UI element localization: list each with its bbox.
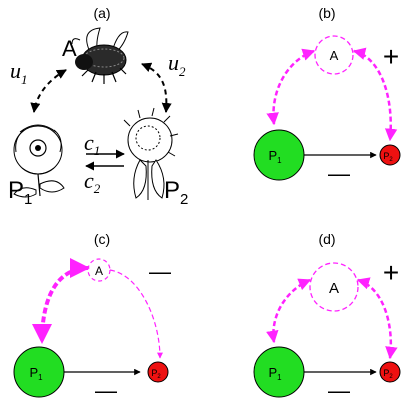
panel-a-node-p2: P2 (164, 177, 188, 208)
panel-b-link-a-p1 (266, 48, 316, 126)
panel-b-sign-bottom: — (328, 161, 350, 186)
panel-b-node-p2 (379, 144, 401, 166)
panel-b-p2-label: P2 (383, 151, 393, 163)
panel-b-p1-label: P1 (268, 148, 282, 165)
panel-c-sign-top: — (149, 259, 171, 284)
panel-c-p2-label: P2 (151, 368, 161, 380)
panel-d-label: (d) (318, 231, 335, 247)
panel-d-link-a-p2 (356, 277, 398, 360)
u2-label: u2 (168, 50, 186, 79)
panel-b-sign-top: + (383, 41, 399, 72)
panel-c-sign-bottom: — (95, 378, 117, 403)
panel-d-p1-label: P1 (268, 365, 282, 382)
panel-a-node-p1: P1 (8, 177, 32, 208)
panel-a-node-a: A (62, 36, 77, 61)
c1-label: c1 (84, 130, 100, 158)
panel-d-p2-label: P2 (383, 368, 393, 380)
panel-b-node-a-label: A (330, 48, 339, 63)
panel-a-label: (a) (93, 5, 110, 21)
panel-b-link-a-p2 (352, 47, 398, 142)
panel-b-label: (b) (318, 5, 335, 21)
panel-d-sign-top: + (383, 257, 399, 288)
bee-illustration (71, 27, 129, 84)
panel-b: (b) A P1 P2 + — (253, 5, 401, 186)
panel-d-sign-bottom: — (328, 378, 350, 403)
panel-c-node-p1 (13, 346, 65, 398)
panel-c-node-p2 (147, 361, 169, 383)
u2-link (141, 62, 172, 113)
panel-c: (c) A P1 P2 — — (13, 231, 171, 403)
panel-d-link-a-p1 (266, 278, 312, 344)
u1-link (30, 69, 67, 113)
flower-p1-illustration (13, 124, 65, 198)
panel-a: (a) A u1 u2 (8, 5, 188, 208)
flower-p2-illustration (123, 107, 179, 200)
u1-label: u1 (10, 58, 28, 87)
panel-d-node-p1 (253, 346, 305, 398)
panel-c-link-a-p2 (109, 269, 163, 359)
panel-c-link-a-p1 (32, 258, 90, 344)
panel-d-node-a-label: A (329, 280, 339, 297)
panel-c-p1-label: P1 (29, 365, 43, 382)
c2-label: c2 (84, 168, 101, 196)
panel-c-label: (c) (94, 231, 110, 247)
panel-d-node-p2 (379, 361, 401, 383)
panel-c-node-a-label: A (95, 264, 103, 278)
panel-d: (d) A P1 P2 + — (253, 231, 401, 403)
panel-b-node-p1 (253, 129, 305, 181)
